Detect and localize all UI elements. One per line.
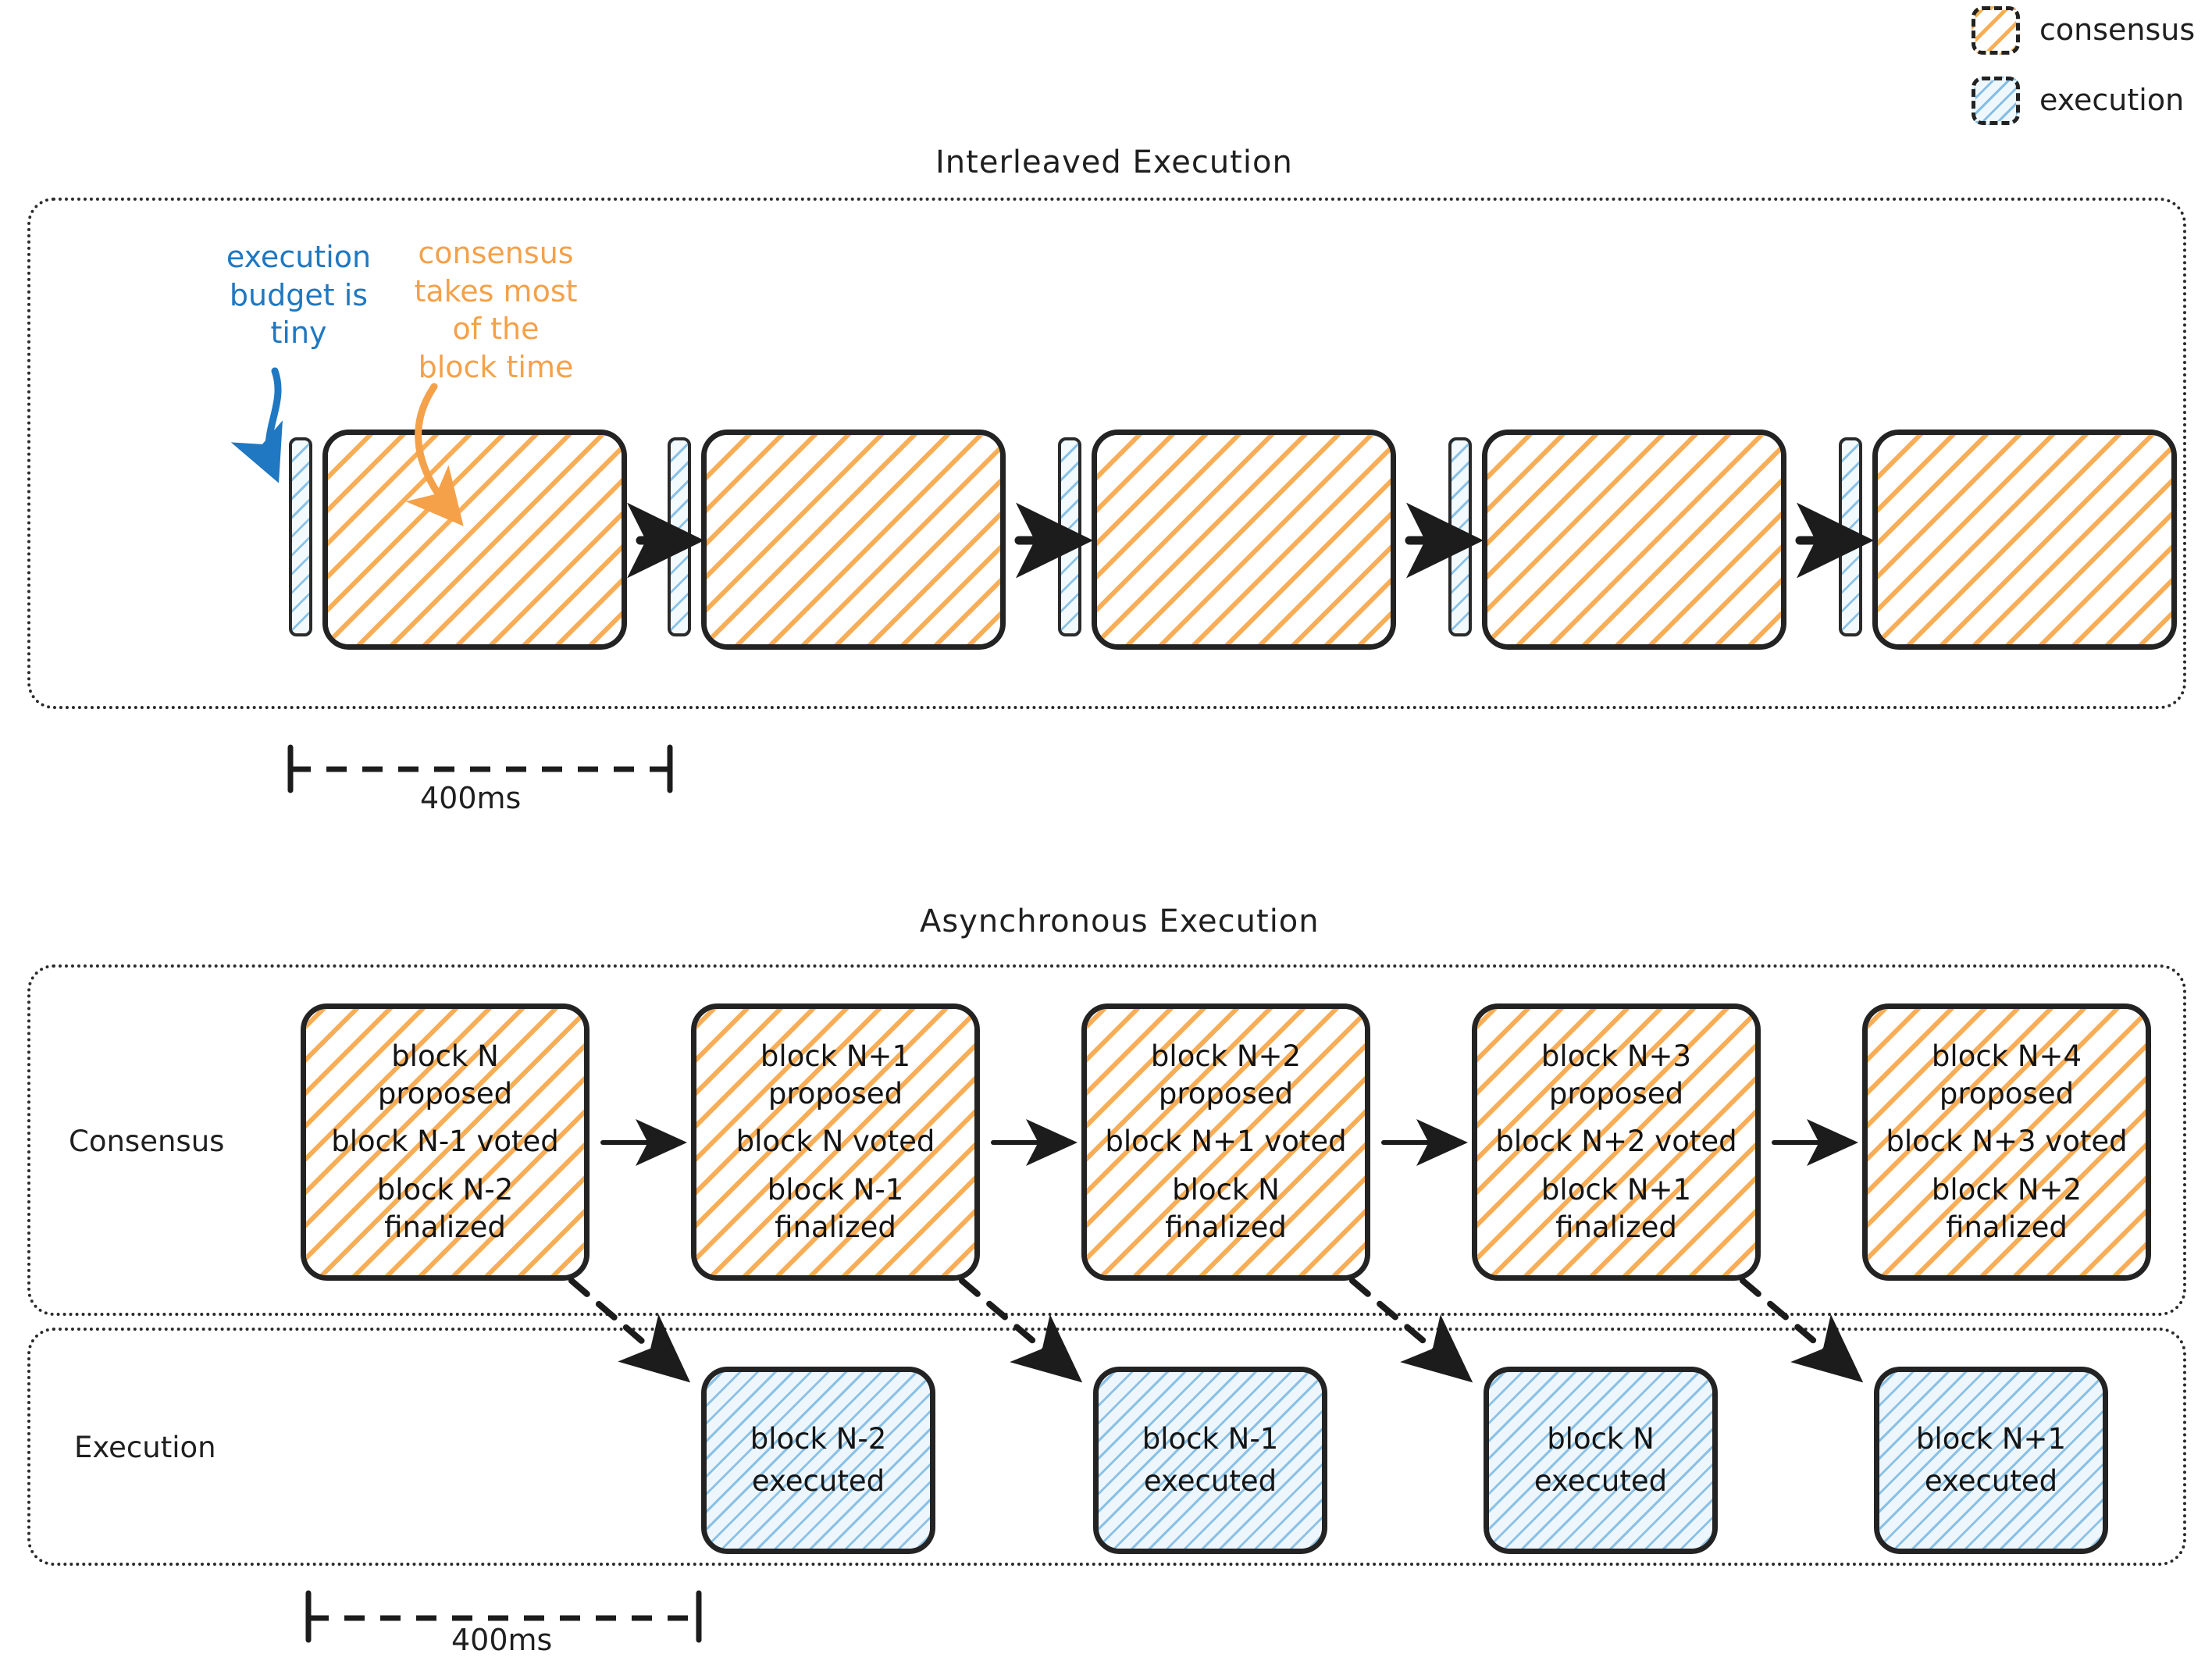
execution-block-4-label: block N+1 executed bbox=[1915, 1422, 2067, 1498]
consensus-block-top-1 bbox=[322, 430, 627, 650]
consensus-block-2-proposed: block N+1 proposed bbox=[760, 1039, 911, 1110]
consensus-block-top-5 bbox=[1872, 430, 2177, 650]
execution-block-3-label: block N executed bbox=[1533, 1422, 1668, 1498]
consensus-hatch-fill bbox=[1878, 435, 2171, 644]
consensus-block-2: block N+1 proposed block N voted block N… bbox=[691, 1003, 980, 1281]
consensus-block-top-3 bbox=[1092, 430, 1396, 650]
consensus-hatch-swatch bbox=[1972, 6, 2020, 55]
consensus-block-4: block N+3 proposed block N+2 voted block… bbox=[1472, 1003, 1761, 1281]
legend-label-execution: execution bbox=[2039, 83, 2185, 117]
row-label-consensus: Consensus bbox=[69, 1125, 225, 1158]
annotation-consensus-time: consensus takes most of the block time bbox=[414, 236, 578, 384]
consensus-block-3: block N+2 proposed block N+1 voted block… bbox=[1081, 1003, 1370, 1281]
execution-sliver-3 bbox=[1058, 437, 1081, 636]
consensus-block-4-proposed: block N+3 proposed bbox=[1541, 1039, 1692, 1110]
consensus-hatch-fill bbox=[696, 1009, 974, 1275]
consensus-hatch-fill bbox=[1868, 1009, 2146, 1275]
section-title-interleaved: Interleaved Execution bbox=[935, 144, 1293, 180]
annotation-execution-budget: execution budget is tiny bbox=[226, 240, 372, 351]
execution-block-3: block N executed bbox=[1484, 1367, 1718, 1554]
execution-hatch-fill bbox=[1489, 1372, 1712, 1549]
consensus-block-1-voted: block N-1 voted bbox=[331, 1125, 559, 1159]
consensus-block-5-finalized: block N+2 finalized bbox=[1931, 1173, 2082, 1245]
consensus-hatch-fill bbox=[1487, 435, 1781, 644]
execution-hatch-swatch bbox=[1972, 77, 2020, 125]
execution-sliver-1 bbox=[289, 437, 312, 636]
section-title-asynchronous: Asynchronous Execution bbox=[920, 904, 1320, 939]
consensus-block-top-4 bbox=[1482, 430, 1786, 650]
interleaved-container bbox=[27, 198, 2186, 709]
legend-label-consensus: consensus bbox=[2039, 12, 2196, 47]
consensus-block-2-finalized: block N-1 finalized bbox=[767, 1173, 904, 1245]
consensus-block-1-finalized: block N-2 finalized bbox=[376, 1173, 514, 1245]
consensus-hatch-fill bbox=[1477, 1009, 1755, 1275]
consensus-block-5-proposed: block N+4 proposed bbox=[1931, 1039, 2082, 1110]
execution-block-1-label: block N-2 executed bbox=[750, 1422, 887, 1498]
execution-block-1: block N-2 executed bbox=[701, 1367, 935, 1554]
consensus-hatch-fill bbox=[1087, 1009, 1365, 1275]
consensus-block-1-proposed: block N proposed bbox=[377, 1039, 513, 1110]
consensus-block-1: block N proposed block N-1 voted block N… bbox=[301, 1003, 590, 1281]
execution-hatch-fill bbox=[707, 1372, 930, 1549]
consensus-row-container bbox=[27, 964, 2186, 1316]
consensus-block-2-voted: block N voted bbox=[736, 1125, 935, 1159]
execution-sliver-2 bbox=[668, 437, 691, 636]
consensus-block-3-proposed: block N+2 proposed bbox=[1150, 1039, 1302, 1110]
scale-label-asynchronous: 400ms bbox=[451, 1623, 553, 1657]
execution-block-4: block N+1 executed bbox=[1874, 1367, 2108, 1554]
execution-block-2: block N-1 executed bbox=[1093, 1367, 1327, 1554]
scale-label-interleaved: 400ms bbox=[420, 781, 522, 815]
execution-row-container bbox=[27, 1328, 2186, 1566]
execution-hatch-fill bbox=[1099, 1372, 1322, 1549]
consensus-block-top-2 bbox=[701, 430, 1006, 650]
consensus-block-4-voted: block N+2 voted bbox=[1495, 1125, 1737, 1159]
execution-sliver-4 bbox=[1448, 437, 1472, 636]
consensus-hatch-fill bbox=[707, 435, 1000, 644]
consensus-hatch-fill bbox=[328, 435, 622, 644]
execution-sliver-5 bbox=[1839, 437, 1862, 636]
consensus-block-3-finalized: block N finalized bbox=[1165, 1173, 1287, 1245]
execution-hatch-fill bbox=[1879, 1372, 2103, 1549]
execution-block-2-label: block N-1 executed bbox=[1142, 1422, 1279, 1498]
consensus-block-4-finalized: block N+1 finalized bbox=[1541, 1173, 1692, 1245]
consensus-hatch-fill bbox=[306, 1009, 584, 1275]
row-label-execution: Execution bbox=[74, 1431, 216, 1464]
consensus-block-3-voted: block N+1 voted bbox=[1105, 1125, 1347, 1159]
consensus-hatch-fill bbox=[1097, 435, 1391, 644]
consensus-block-5: block N+4 proposed block N+3 voted block… bbox=[1862, 1003, 2151, 1281]
consensus-block-5-voted: block N+3 voted bbox=[1886, 1125, 2128, 1159]
